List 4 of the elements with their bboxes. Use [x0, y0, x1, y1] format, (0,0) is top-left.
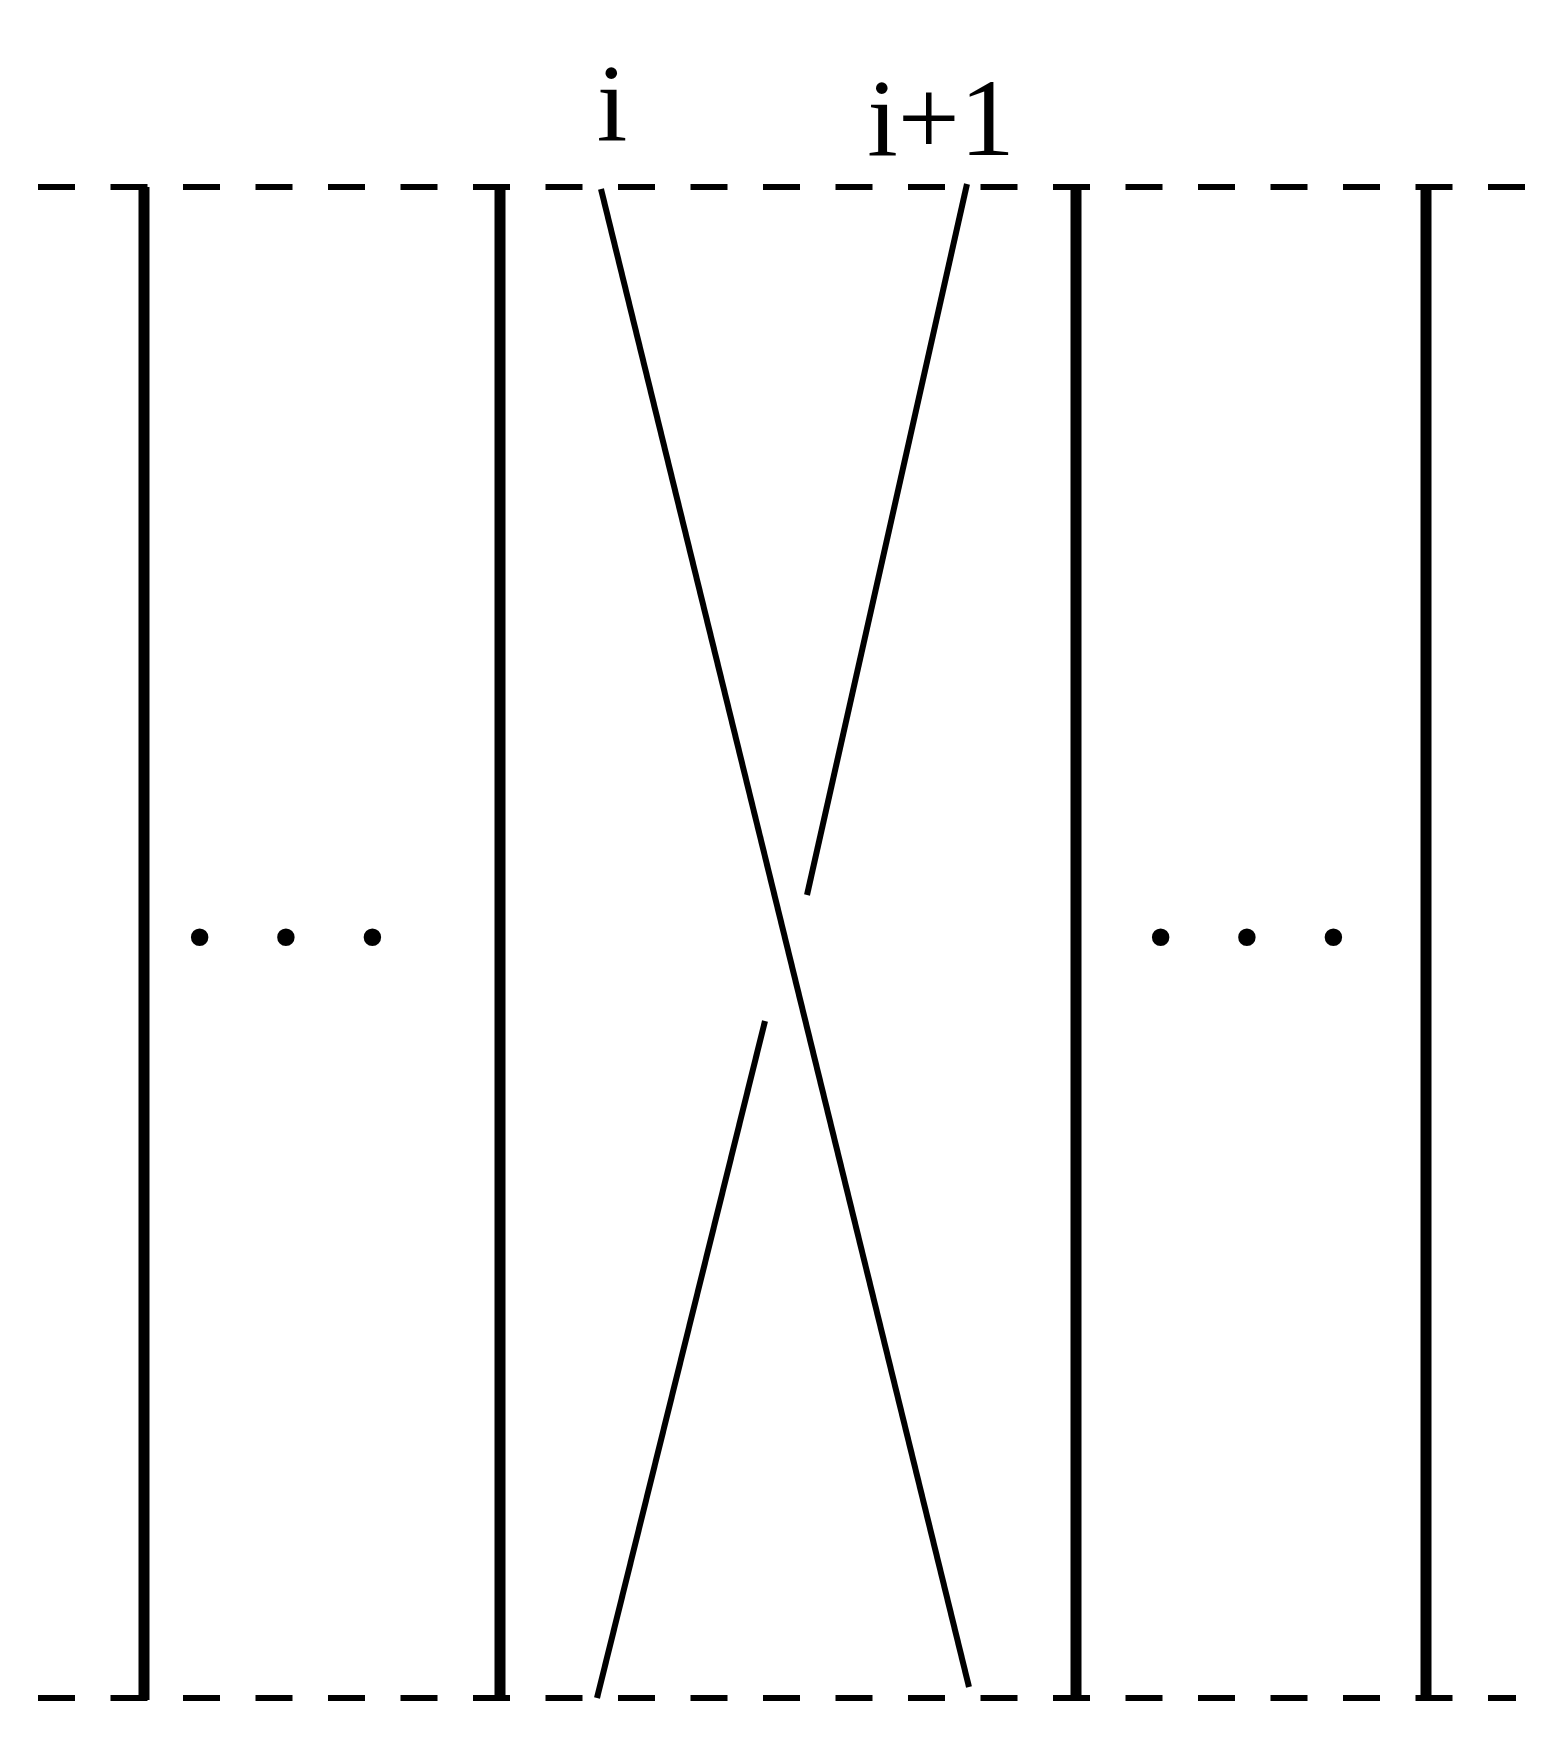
ellipsis: · · · — [175, 862, 397, 1010]
strand-label: i — [596, 48, 628, 158]
strand-label: i+1 — [867, 63, 1015, 173]
ellipsis: · · · — [1136, 862, 1358, 1010]
